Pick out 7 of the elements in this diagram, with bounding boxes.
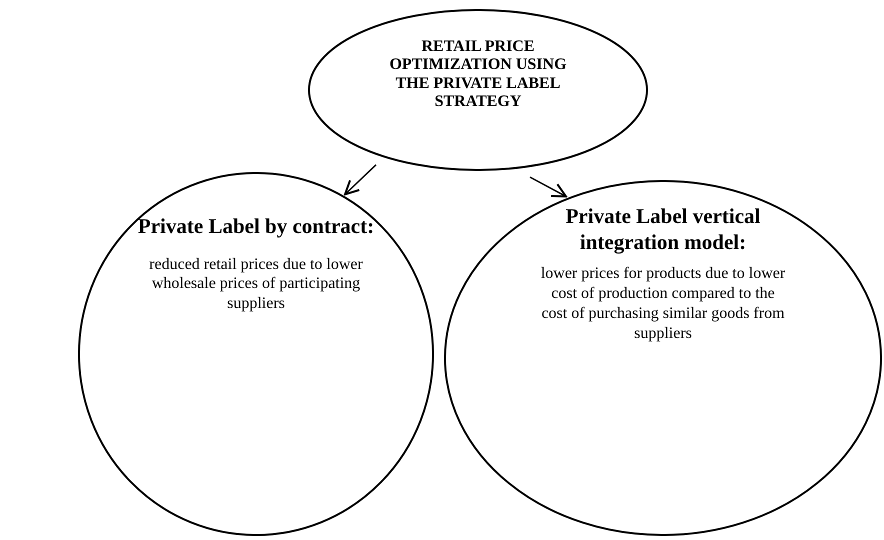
node-title: Private Label by contract: — [138, 214, 374, 240]
node-text: lower prices for products due to lower cost of production compared to the cost of purchasing similar goods from suppliers — [540, 264, 786, 344]
node-title: Private Label vertical integration model: — [564, 203, 762, 256]
arrow — [344, 164, 377, 196]
node-text: reduced retail prices due to lower wholesale prices of participating suppliers — [148, 255, 364, 313]
arrow — [530, 176, 567, 198]
node-title: RETAIL PRICE OPTIMIZATION USING THE PRIVATE LABEL STRATEGY — [388, 38, 568, 112]
